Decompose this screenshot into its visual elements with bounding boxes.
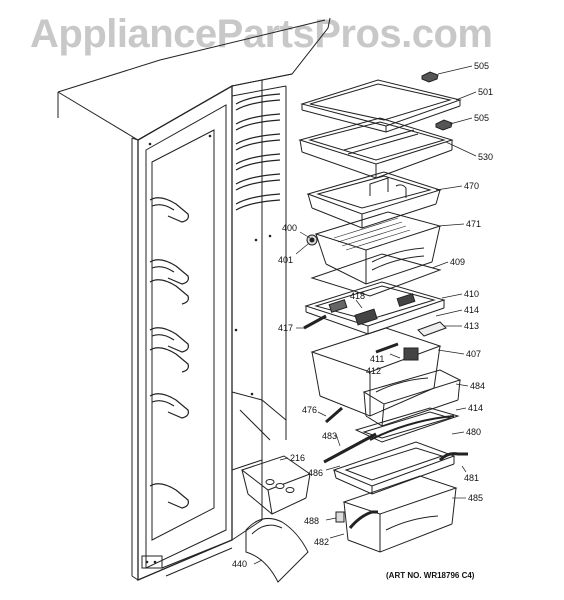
frame-480: [332, 441, 456, 495]
bin-216: [240, 455, 312, 515]
callout-485: 485: [468, 493, 483, 503]
rod-476: [325, 406, 343, 424]
rod-417: [303, 314, 327, 330]
callout-530: 530: [478, 152, 493, 162]
callout-400: 400: [282, 223, 297, 233]
handle-411: [375, 342, 399, 354]
slide-413: [417, 321, 447, 337]
callout-476: 476: [302, 405, 317, 415]
art-number: (ART NO. WR18796 C4): [386, 571, 475, 580]
shelf-530: [298, 117, 454, 179]
callout-418: 418: [350, 291, 365, 301]
clip-488: [335, 511, 345, 523]
callout-486: 486: [308, 468, 323, 478]
callout-407: 407: [466, 349, 481, 359]
cover-414: [354, 407, 460, 443]
callout-417: 417: [278, 323, 293, 333]
callout-414: 414: [464, 305, 479, 315]
callout-480: 480: [466, 427, 481, 437]
callout-409: 409: [450, 257, 465, 267]
callout-413: 413: [464, 321, 479, 331]
callout-411: 411: [370, 354, 384, 364]
callout-488: 488: [304, 516, 319, 526]
callout-501: 501: [478, 87, 493, 97]
watermark-text: AppliancePartsPros.com: [30, 12, 493, 56]
handle-482: [348, 510, 378, 529]
callout-410: 410: [464, 289, 479, 299]
callout-484: 484: [470, 381, 485, 391]
cover-440: [245, 517, 309, 583]
leader-lines: [253, 65, 477, 565]
callout-470: 470: [464, 181, 479, 191]
callout-505: 505: [474, 113, 489, 123]
callout-505: 505: [474, 61, 489, 71]
callout-483: 483: [322, 431, 337, 441]
glass-shelf-409: [310, 253, 442, 297]
handle-481: [438, 452, 468, 462]
crisper-cover-470: [306, 171, 442, 229]
callout-216: 216: [290, 453, 305, 463]
callout-440: 440: [232, 559, 247, 569]
callout-414: 414: [468, 403, 483, 413]
callout-412: 412: [366, 366, 381, 376]
humidity-knob-401: [306, 234, 318, 246]
callout-471: 471: [466, 219, 481, 229]
callout-401: 401: [278, 255, 293, 265]
callout-481: 481: [464, 473, 479, 483]
shelf-501: [300, 79, 462, 133]
pan-407: [310, 327, 442, 417]
rail-483: [323, 432, 377, 464]
callout-labels: 505 501 505 530 470 471 400 401 409 410 …: [232, 61, 493, 580]
refrigerator-cabinet: [57, 17, 331, 581]
callout-482: 482: [314, 537, 329, 547]
shelf-frame-410: [304, 281, 446, 335]
shelf-clip-505: [421, 71, 453, 131]
drawer-485: [342, 475, 458, 553]
